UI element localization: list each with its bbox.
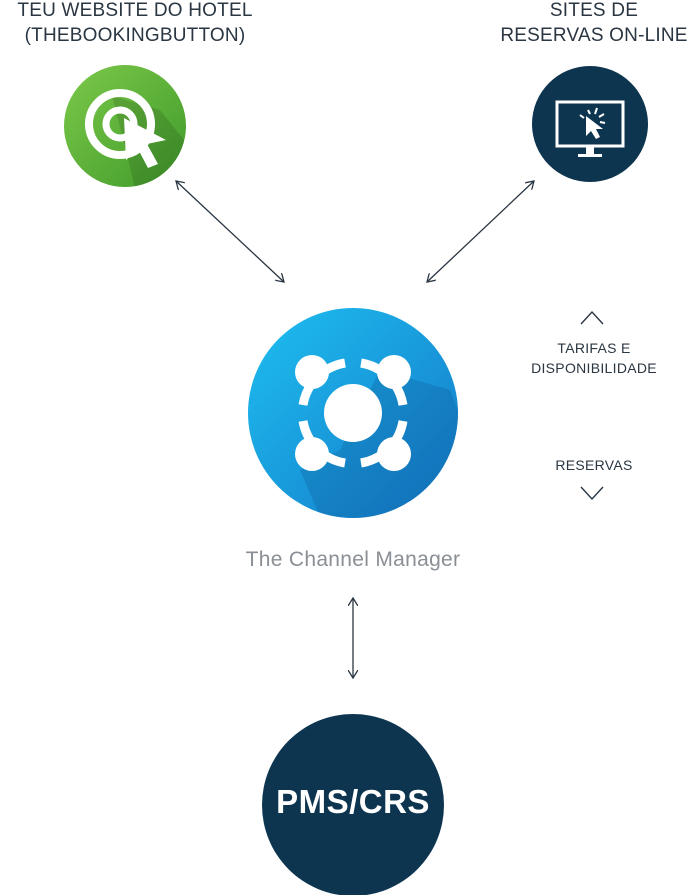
rates-availability-text: TARIFAS E DISPONIBILIDADE — [514, 338, 674, 378]
monitor-click-icon — [555, 100, 625, 157]
website-label: TEU WEBSITE DO HOTEL (THEBOOKINGBUTTON) — [0, 0, 270, 48]
target-cursor-icon — [85, 89, 166, 168]
channel-manager-label: The Channel Manager — [245, 548, 461, 571]
website-node — [64, 65, 186, 187]
chevron-down-icon — [580, 486, 604, 501]
booking-sites-label-line1: SITES DE — [549, 0, 639, 21]
booking-sites-node — [532, 66, 648, 182]
rates-text-line2: DISPONIBILIDADE — [531, 360, 657, 376]
arrow-website-channel — [176, 181, 284, 282]
booking-sites-label-line2: RESERVAS ON-LINE — [500, 25, 688, 46]
chevron-up-icon — [580, 310, 604, 325]
reservations-text: RESERVAS — [555, 457, 633, 473]
pms-label: PMS/CRS — [276, 783, 430, 820]
pms-node — [262, 714, 444, 895]
website-label-line2: (THEBOOKINGBUTTON) — [24, 25, 246, 46]
booking-sites-label: SITES DE RESERVAS ON-LINE — [476, 0, 700, 48]
arrow-booking-channel — [427, 181, 534, 282]
channel-manager-node — [248, 308, 458, 518]
website-label-line1: TEU WEBSITE DO HOTEL — [17, 0, 253, 21]
rates-text-line1: TARIFAS E — [557, 340, 631, 356]
channel-manager-logo-icon — [295, 355, 411, 471]
